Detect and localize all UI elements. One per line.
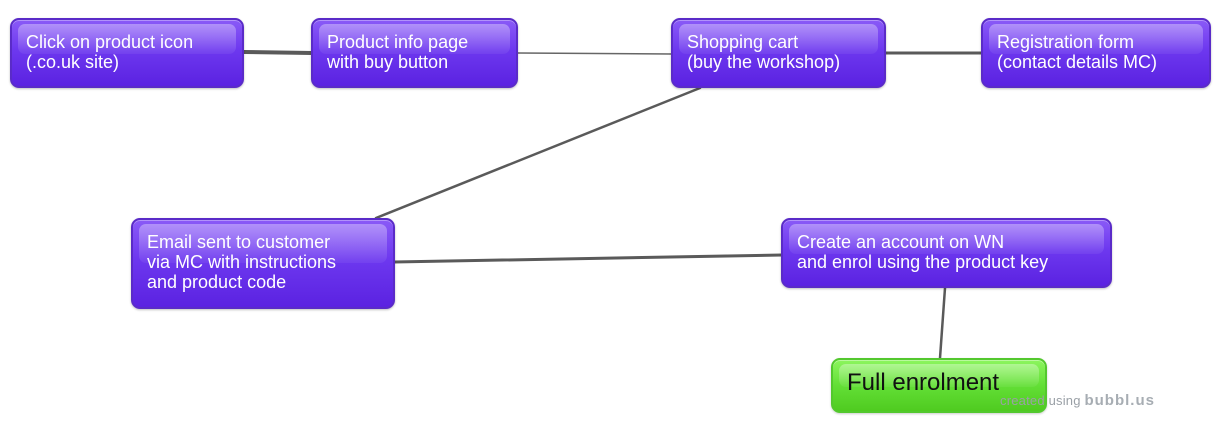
node-registration-form[interactable]: Registration form (contact details MC): [981, 18, 1211, 88]
node-product-icon[interactable]: Click on product icon (.co.uk site): [10, 18, 244, 88]
node-full-enrolment-label: Full enrolment: [847, 369, 1000, 396]
node-create-account-line2: and enrol using the product key: [797, 252, 1049, 272]
node-email-sent-line2: via MC with instructions: [147, 252, 337, 272]
node-create-account[interactable]: Create an account on WN and enrol using …: [781, 218, 1112, 288]
watermark-prefix: created using: [1000, 393, 1081, 408]
watermark-brand: bubbl.us: [1084, 392, 1155, 409]
node-shopping-cart[interactable]: Shopping cart (buy the workshop): [671, 18, 886, 88]
connector-shopping-cart-to-email: [374, 86, 702, 220]
watermark: created using bubbl.us: [1000, 392, 1155, 409]
connector-account-to-full-enrolment: [938, 286, 947, 360]
node-shopping-cart-line1: Shopping cart: [687, 32, 799, 52]
node-email-sent-line1: Email sent to customer: [147, 232, 331, 252]
node-create-account-line1: Create an account on WN: [797, 232, 1005, 252]
node-product-info-line1: Product info page: [327, 32, 469, 52]
node-email-sent-line3: and product code: [147, 272, 287, 292]
node-product-info[interactable]: Product info page with buy button: [311, 18, 518, 88]
node-email-sent[interactable]: Email sent to customer via MC with instr…: [131, 218, 395, 309]
connector-product-info-to-shopping-cart: [517, 52, 673, 55]
node-product-icon-line1: Click on product icon: [26, 32, 194, 52]
node-full-enrolment[interactable]: Full enrolment: [831, 358, 1047, 413]
node-shopping-cart-line2: (buy the workshop): [687, 52, 841, 72]
connector-email-to-account: [392, 253, 784, 264]
connector-product-icon-to-product-info: [242, 50, 314, 55]
node-product-icon-line2: (.co.uk site): [26, 52, 120, 72]
node-registration-form-line1: Registration form: [997, 32, 1135, 52]
node-product-info-line2: with buy button: [327, 52, 449, 72]
node-registration-form-line2: (contact details MC): [997, 52, 1158, 72]
